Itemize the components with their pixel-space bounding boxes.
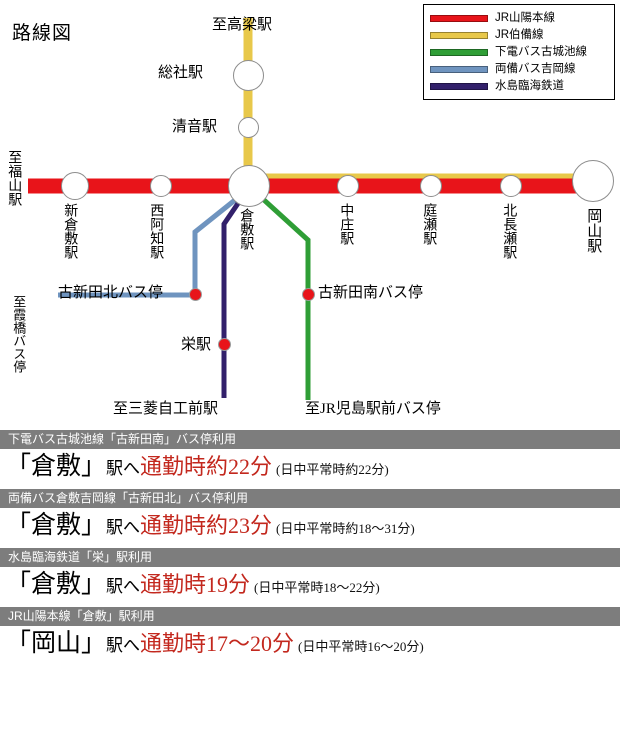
station-label-kitanagase: 北長瀬駅 <box>501 203 517 259</box>
station-label-okayama: 岡山駅 <box>585 208 602 253</box>
station-label-soja: 総社駅 <box>158 65 204 81</box>
route-map: 路線図 至高梁駅 至福山駅 至霞橋バス停 至三菱自工前駅 至JR児島駅前バス停 … <box>6 4 615 417</box>
legend-swatch-jr-hakubi <box>430 32 488 39</box>
commute-time-value: 通勤時19分 <box>140 572 251 597</box>
commute-info-header: 両備バス倉敷吉岡線「古新田北」バス停利用 <box>0 489 620 508</box>
terminus-label-mitsubishi: 至三菱自工前駅 <box>113 401 219 417</box>
commute-info-list: 下電バス古城池線「古新田南」バス停利用 「倉敷」駅へ通勤時約22分 (日中平常時… <box>0 430 620 666</box>
bus-stop-label-koshindakita: 古新田北バス停 <box>58 285 164 301</box>
commute-to-text: 駅へ <box>106 577 141 596</box>
station-label-shinkurashiki: 新倉敷駅 <box>62 203 78 259</box>
legend-label-shimoden-bus: 下電バス古城池線 <box>495 45 587 58</box>
commute-to-text: 駅へ <box>106 459 141 478</box>
commute-time-note: (日中平常時約18〜31分) <box>276 521 415 536</box>
legend-item-jr-sanyo: JR山陽本線 <box>430 10 608 27</box>
commute-time-note: (日中平常時約22分) <box>276 462 389 477</box>
line-shimoden-bus <box>251 188 311 400</box>
station-marker-niwase[interactable] <box>420 175 442 197</box>
station-marker-nakasho[interactable] <box>337 175 359 197</box>
commute-to-text: 駅へ <box>106 518 141 537</box>
terminus-label-fukuyama: 至福山駅 <box>6 150 22 206</box>
legend-swatch-ryobi-bus <box>430 66 488 73</box>
station-label-sakae: 栄駅 <box>181 337 212 353</box>
legend-item-ryobi-bus: 両備バス吉岡線 <box>430 61 608 78</box>
commute-to-text: 駅へ <box>106 636 141 655</box>
commute-destination-station: 「倉敷」 <box>6 571 107 598</box>
commute-info-body: 「倉敷」駅へ通勤時19分 (日中平常時18〜22分) <box>0 567 620 603</box>
terminus-label-takahashi: 至高梁駅 <box>212 17 273 33</box>
commute-info-header: 水島臨海鉄道「栄」駅利用 <box>0 548 620 567</box>
legend-label-jr-hakubi: JR伯備線 <box>495 28 544 41</box>
commute-time-value: 通勤時17〜20分 <box>140 631 295 656</box>
station-marker-okayama[interactable] <box>572 160 614 202</box>
bus-stop-marker-koshindakita[interactable] <box>189 288 202 301</box>
station-label-kurashiki: 倉敷駅 <box>238 208 254 250</box>
commute-info-header: JR山陽本線「倉敷」駅利用 <box>0 607 620 626</box>
commute-info-block: 下電バス古城池線「古新田南」バス停利用 「倉敷」駅へ通勤時約22分 (日中平常時… <box>0 430 620 485</box>
commute-time-note: (日中平常時16〜20分) <box>298 639 424 654</box>
legend-item-mizushima-rinkai: 水島臨海鉄道 <box>430 78 608 95</box>
station-marker-kurashiki[interactable] <box>228 165 270 207</box>
terminus-label-kojima: 至JR児島駅前バス停 <box>305 401 441 417</box>
commute-destination-station: 「倉敷」 <box>6 512 107 539</box>
station-label-nakasho: 中庄駅 <box>338 203 354 245</box>
bus-stop-label-koshindaminami: 古新田南バス停 <box>318 285 424 301</box>
station-label-nishiachi: 西阿知駅 <box>148 203 164 259</box>
legend-swatch-mizushima-rinkai <box>430 83 488 90</box>
station-marker-kiyone[interactable] <box>238 117 259 138</box>
commute-time-value: 通勤時約22分 <box>140 454 273 479</box>
station-label-niwase: 庭瀬駅 <box>421 203 437 245</box>
station-marker-kitanagase[interactable] <box>500 175 522 197</box>
legend-swatch-jr-sanyo <box>430 15 488 22</box>
station-marker-soja[interactable] <box>233 60 264 91</box>
commute-info-block: 水島臨海鉄道「栄」駅利用 「倉敷」駅へ通勤時19分 (日中平常時18〜22分) <box>0 548 620 603</box>
legend-item-shimoden-bus: 下電バス古城池線 <box>430 44 608 61</box>
commute-time-note: (日中平常時18〜22分) <box>254 580 380 595</box>
legend-label-ryobi-bus: 両備バス吉岡線 <box>495 62 576 75</box>
commute-info-body: 「倉敷」駅へ通勤時約22分 (日中平常時約22分) <box>0 449 620 485</box>
commute-info-block: JR山陽本線「倉敷」駅利用 「岡山」駅へ通勤時17〜20分 (日中平常時16〜2… <box>0 607 620 662</box>
legend-label-jr-sanyo: JR山陽本線 <box>495 11 556 24</box>
commute-info-body: 「岡山」駅へ通勤時17〜20分 (日中平常時16〜20分) <box>0 626 620 662</box>
terminus-label-kasumibashi: 至霞橋バス停 <box>11 295 27 373</box>
station-marker-nishiachi[interactable] <box>150 175 172 197</box>
station-marker-sakae[interactable] <box>218 338 231 351</box>
station-label-kiyone: 清音駅 <box>172 119 218 135</box>
station-marker-shinkurashiki[interactable] <box>61 172 89 200</box>
line-ryobi-bus <box>58 194 242 298</box>
commute-destination-station: 「岡山」 <box>6 630 107 657</box>
legend-item-jr-hakubi: JR伯備線 <box>430 27 608 44</box>
route-line-layer <box>28 18 585 400</box>
commute-info-block: 両備バス倉敷吉岡線「古新田北」バス停利用 「倉敷」駅へ通勤時約23分 (日中平常… <box>0 489 620 544</box>
commute-destination-station: 「倉敷」 <box>6 453 107 480</box>
legend-label-mizushima-rinkai: 水島臨海鉄道 <box>495 79 564 92</box>
page-title: 路線図 <box>12 23 73 44</box>
commute-info-body: 「倉敷」駅へ通勤時約23分 (日中平常時約18〜31分) <box>0 508 620 544</box>
legend: JR山陽本線 JR伯備線 下電バス古城池線 両備バス吉岡線 水島臨海鉄道 <box>423 4 615 100</box>
legend-swatch-shimoden-bus <box>430 49 488 56</box>
commute-info-header: 下電バス古城池線「古新田南」バス停利用 <box>0 430 620 449</box>
commute-time-value: 通勤時約23分 <box>140 513 273 538</box>
bus-stop-marker-koshindaminami[interactable] <box>302 288 315 301</box>
